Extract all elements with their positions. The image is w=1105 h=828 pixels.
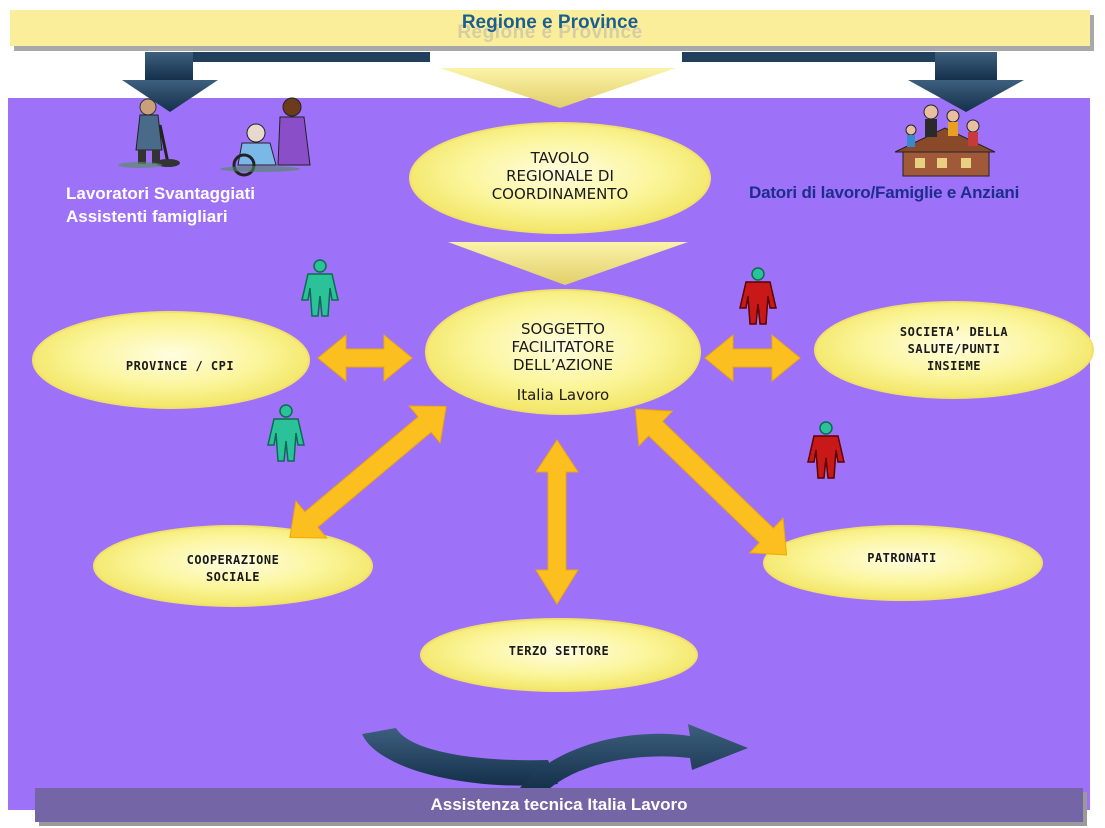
footer-title: Assistenza tecnica Italia Lavoro [430, 795, 688, 814]
province-node-shape [32, 311, 310, 409]
double-arrow-icon-right [704, 333, 801, 383]
left-down-arrow-icon [122, 52, 430, 112]
header-title: Regione e Province [461, 12, 639, 33]
red-person-icon-top [739, 267, 777, 325]
worker-clipart-icon [118, 98, 180, 168]
right-group-label: Datori di lavoro/Famiglie e Anziani [749, 183, 1020, 202]
soggetto-node-sublabel: Italia Lavoro [516, 386, 610, 404]
header-bar [10, 10, 1090, 46]
patronati-node-label: PATRONATI [867, 551, 937, 565]
cooperazione-node-label: COOPERAZIONE SOCIALE [186, 553, 280, 584]
right-down-arrow-icon [682, 52, 1024, 112]
double-arrow-icon-vertical [535, 439, 579, 605]
header-title-shadow: Regione e Province [457, 22, 643, 43]
family-house-clipart-icon [894, 104, 996, 177]
societa-node-label: SOCIETA’ DELLA SALUTE/PUNTI INSIEME [899, 325, 1009, 373]
left-group-line2: Assistenti famigliari [66, 207, 228, 226]
footer-bar [35, 788, 1083, 822]
double-arrow-icon-left [317, 333, 413, 383]
societa-node-shape [814, 301, 1094, 399]
soggetto-node-label: SOGGETTO FACILITATORE DELL’AZIONE [511, 320, 615, 374]
soggetto-node-shape [425, 289, 701, 415]
cooperazione-node-shape [93, 525, 373, 607]
left-group-label: Lavoratori Svantaggiati Assistenti famig… [66, 182, 346, 228]
red-person-icon-bottom [807, 421, 845, 479]
left-group-line1: Lavoratori Svantaggiati [66, 184, 255, 203]
terzo-node-label: TERZO SETTORE [508, 644, 610, 658]
patronati-node-shape [763, 525, 1043, 601]
green-person-icon-bottom [267, 404, 305, 462]
tavolo-node-shape [409, 122, 711, 234]
elderly-care-clipart-icon [220, 97, 311, 177]
top-funnel-icon [440, 68, 676, 108]
middle-funnel-icon [448, 242, 688, 285]
terzo-node-shape [420, 618, 698, 692]
tavolo-node-label: TAVOLO REGIONALE DI COORDINAMENTO [491, 149, 629, 203]
green-person-icon-top [301, 259, 339, 317]
double-arrow-icon-lower-left [289, 405, 447, 539]
province-node-label: PROVINCE / CPI [125, 359, 235, 373]
curved-arrow-icon [362, 724, 748, 790]
double-arrow-icon-lower-right [634, 408, 788, 556]
